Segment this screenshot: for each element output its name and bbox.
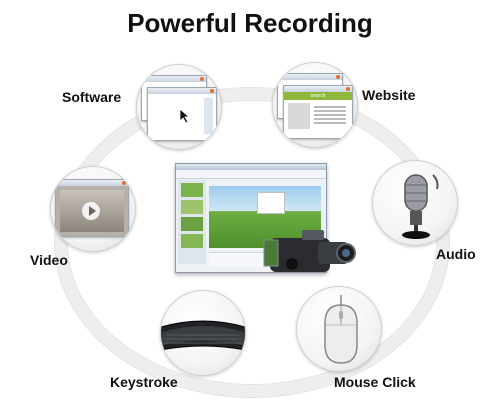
- website-header: search: [284, 92, 352, 100]
- audio-label: Audio: [436, 246, 476, 262]
- website-window-front: search: [283, 85, 353, 139]
- camcorder-icon: [263, 230, 356, 272]
- website-label: Website: [362, 87, 416, 103]
- video-label: Video: [30, 252, 68, 268]
- video-window: [55, 179, 129, 237]
- keystroke-node: [160, 290, 246, 376]
- mouse-icon: [324, 294, 358, 364]
- video-node: [50, 166, 136, 252]
- center-ribbon: [176, 170, 326, 179]
- software-window-front: [147, 87, 217, 141]
- keystroke-label: Keystroke: [110, 374, 178, 390]
- play-button-icon: [82, 202, 100, 220]
- center-titlebar: [176, 164, 326, 170]
- slide-thumbnails: [178, 180, 206, 264]
- microphone-icon: [402, 174, 439, 239]
- mouse-cursor-icon: [179, 108, 191, 124]
- website-node: search: [272, 62, 358, 148]
- diagram-title: Powerful Recording: [127, 8, 373, 38]
- software-node: [136, 64, 222, 150]
- keyboard-icon: [161, 320, 245, 351]
- dialog-box: [257, 192, 285, 214]
- software-label: Software: [62, 89, 122, 105]
- mouse-click-node: [296, 286, 382, 372]
- audio-node: [372, 160, 458, 246]
- mouse-click-label: Mouse Click: [334, 374, 416, 390]
